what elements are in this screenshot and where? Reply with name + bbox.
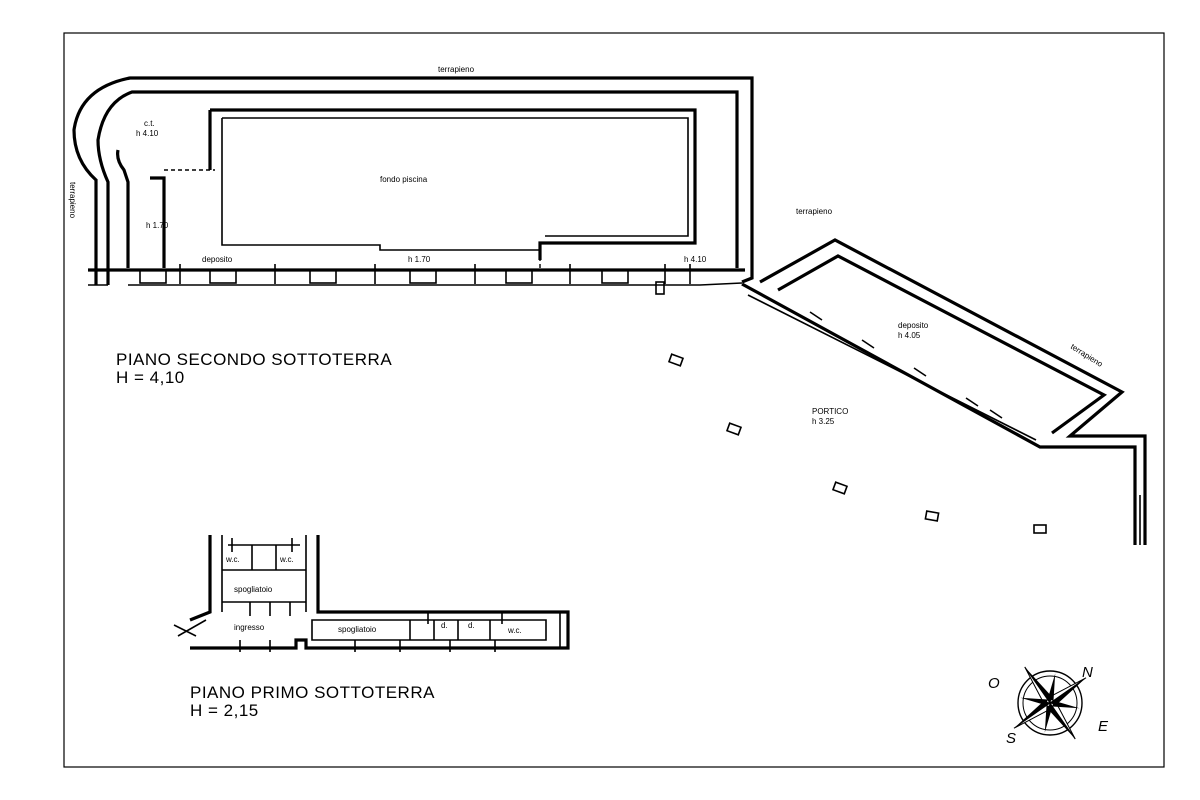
compass-south: S <box>1006 730 1016 747</box>
label-deposito-left: deposito <box>202 255 233 264</box>
label-wc-3: w.c. <box>507 626 522 635</box>
label-deposito-right: deposito <box>898 321 929 330</box>
label-spogliatoio-1: spogliatoio <box>234 585 273 594</box>
pool-outer <box>208 108 697 260</box>
label-portico: PORTICO <box>812 407 848 416</box>
label-terrapieno-left: terrapieno <box>68 182 77 219</box>
first-basement-outer-wall <box>189 535 570 650</box>
label-terrapieno-top: terrapieno <box>438 65 475 74</box>
portico-columns <box>667 353 1047 534</box>
title-second-basement: PIANO SECONDO SOTTOTERRA <box>116 350 392 369</box>
first-basement-partitions <box>173 538 561 652</box>
compass-star-icon <box>1013 666 1087 740</box>
pool-inner <box>221 117 689 251</box>
second-basement-plan: terrapieno terrapieno terrapieno terrapi… <box>68 65 1147 545</box>
title-first-basement-height: H = 2,15 <box>190 701 259 720</box>
drawing-frame <box>63 32 1165 768</box>
outer-wall <box>72 76 754 285</box>
compass-west: O <box>988 675 1000 692</box>
compass-ring-inner <box>1022 675 1078 731</box>
label-h170-bottom: h 1.70 <box>408 255 431 264</box>
label-h410-right: h 4.10 <box>684 255 707 264</box>
label-ingresso: ingresso <box>234 623 265 632</box>
right-deposito-outer <box>759 238 1147 545</box>
label-ct: c.t. <box>144 119 155 128</box>
compass-rose: N O E S <box>988 664 1109 747</box>
label-fondo-piscina: fondo piscina <box>380 175 428 184</box>
label-portico-height: h 3.25 <box>812 417 835 426</box>
inner-top-wall <box>96 90 739 285</box>
compass-north: N <box>1082 664 1093 681</box>
label-spogliatoio-2: spogliatoio <box>338 625 377 634</box>
portico-ties <box>809 311 1141 545</box>
label-wc-1: w.c. <box>225 555 240 564</box>
ct-room-wall <box>150 176 166 268</box>
label-deposito-right-height: h 4.05 <box>898 331 921 340</box>
compass-east: E <box>1098 718 1109 735</box>
portico-wall <box>741 282 1137 545</box>
label-ct-height: h 4.10 <box>136 129 159 138</box>
title-second-basement-height: H = 4,10 <box>116 368 185 387</box>
label-terrapieno-mid: terrapieno <box>796 207 833 216</box>
first-basement-inner-wall <box>221 535 547 641</box>
label-h170-left: h 1.70 <box>146 221 169 230</box>
facade-pillars <box>139 264 691 295</box>
label-d-1: d. <box>441 621 448 630</box>
right-deposito-inner <box>777 254 1108 435</box>
label-d-2: d. <box>468 621 475 630</box>
compass-ring-outer <box>1017 670 1083 736</box>
bottom-facade-line <box>88 282 743 286</box>
column-wall <box>116 149 130 268</box>
portico-inner-wall <box>747 294 1037 441</box>
title-first-basement: PIANO PRIMO SOTTOTERRA <box>190 683 435 702</box>
first-basement-plan: w.c. w.c. spogliatoio ingresso spogliato… <box>173 535 570 720</box>
label-wc-2: w.c. <box>279 555 294 564</box>
